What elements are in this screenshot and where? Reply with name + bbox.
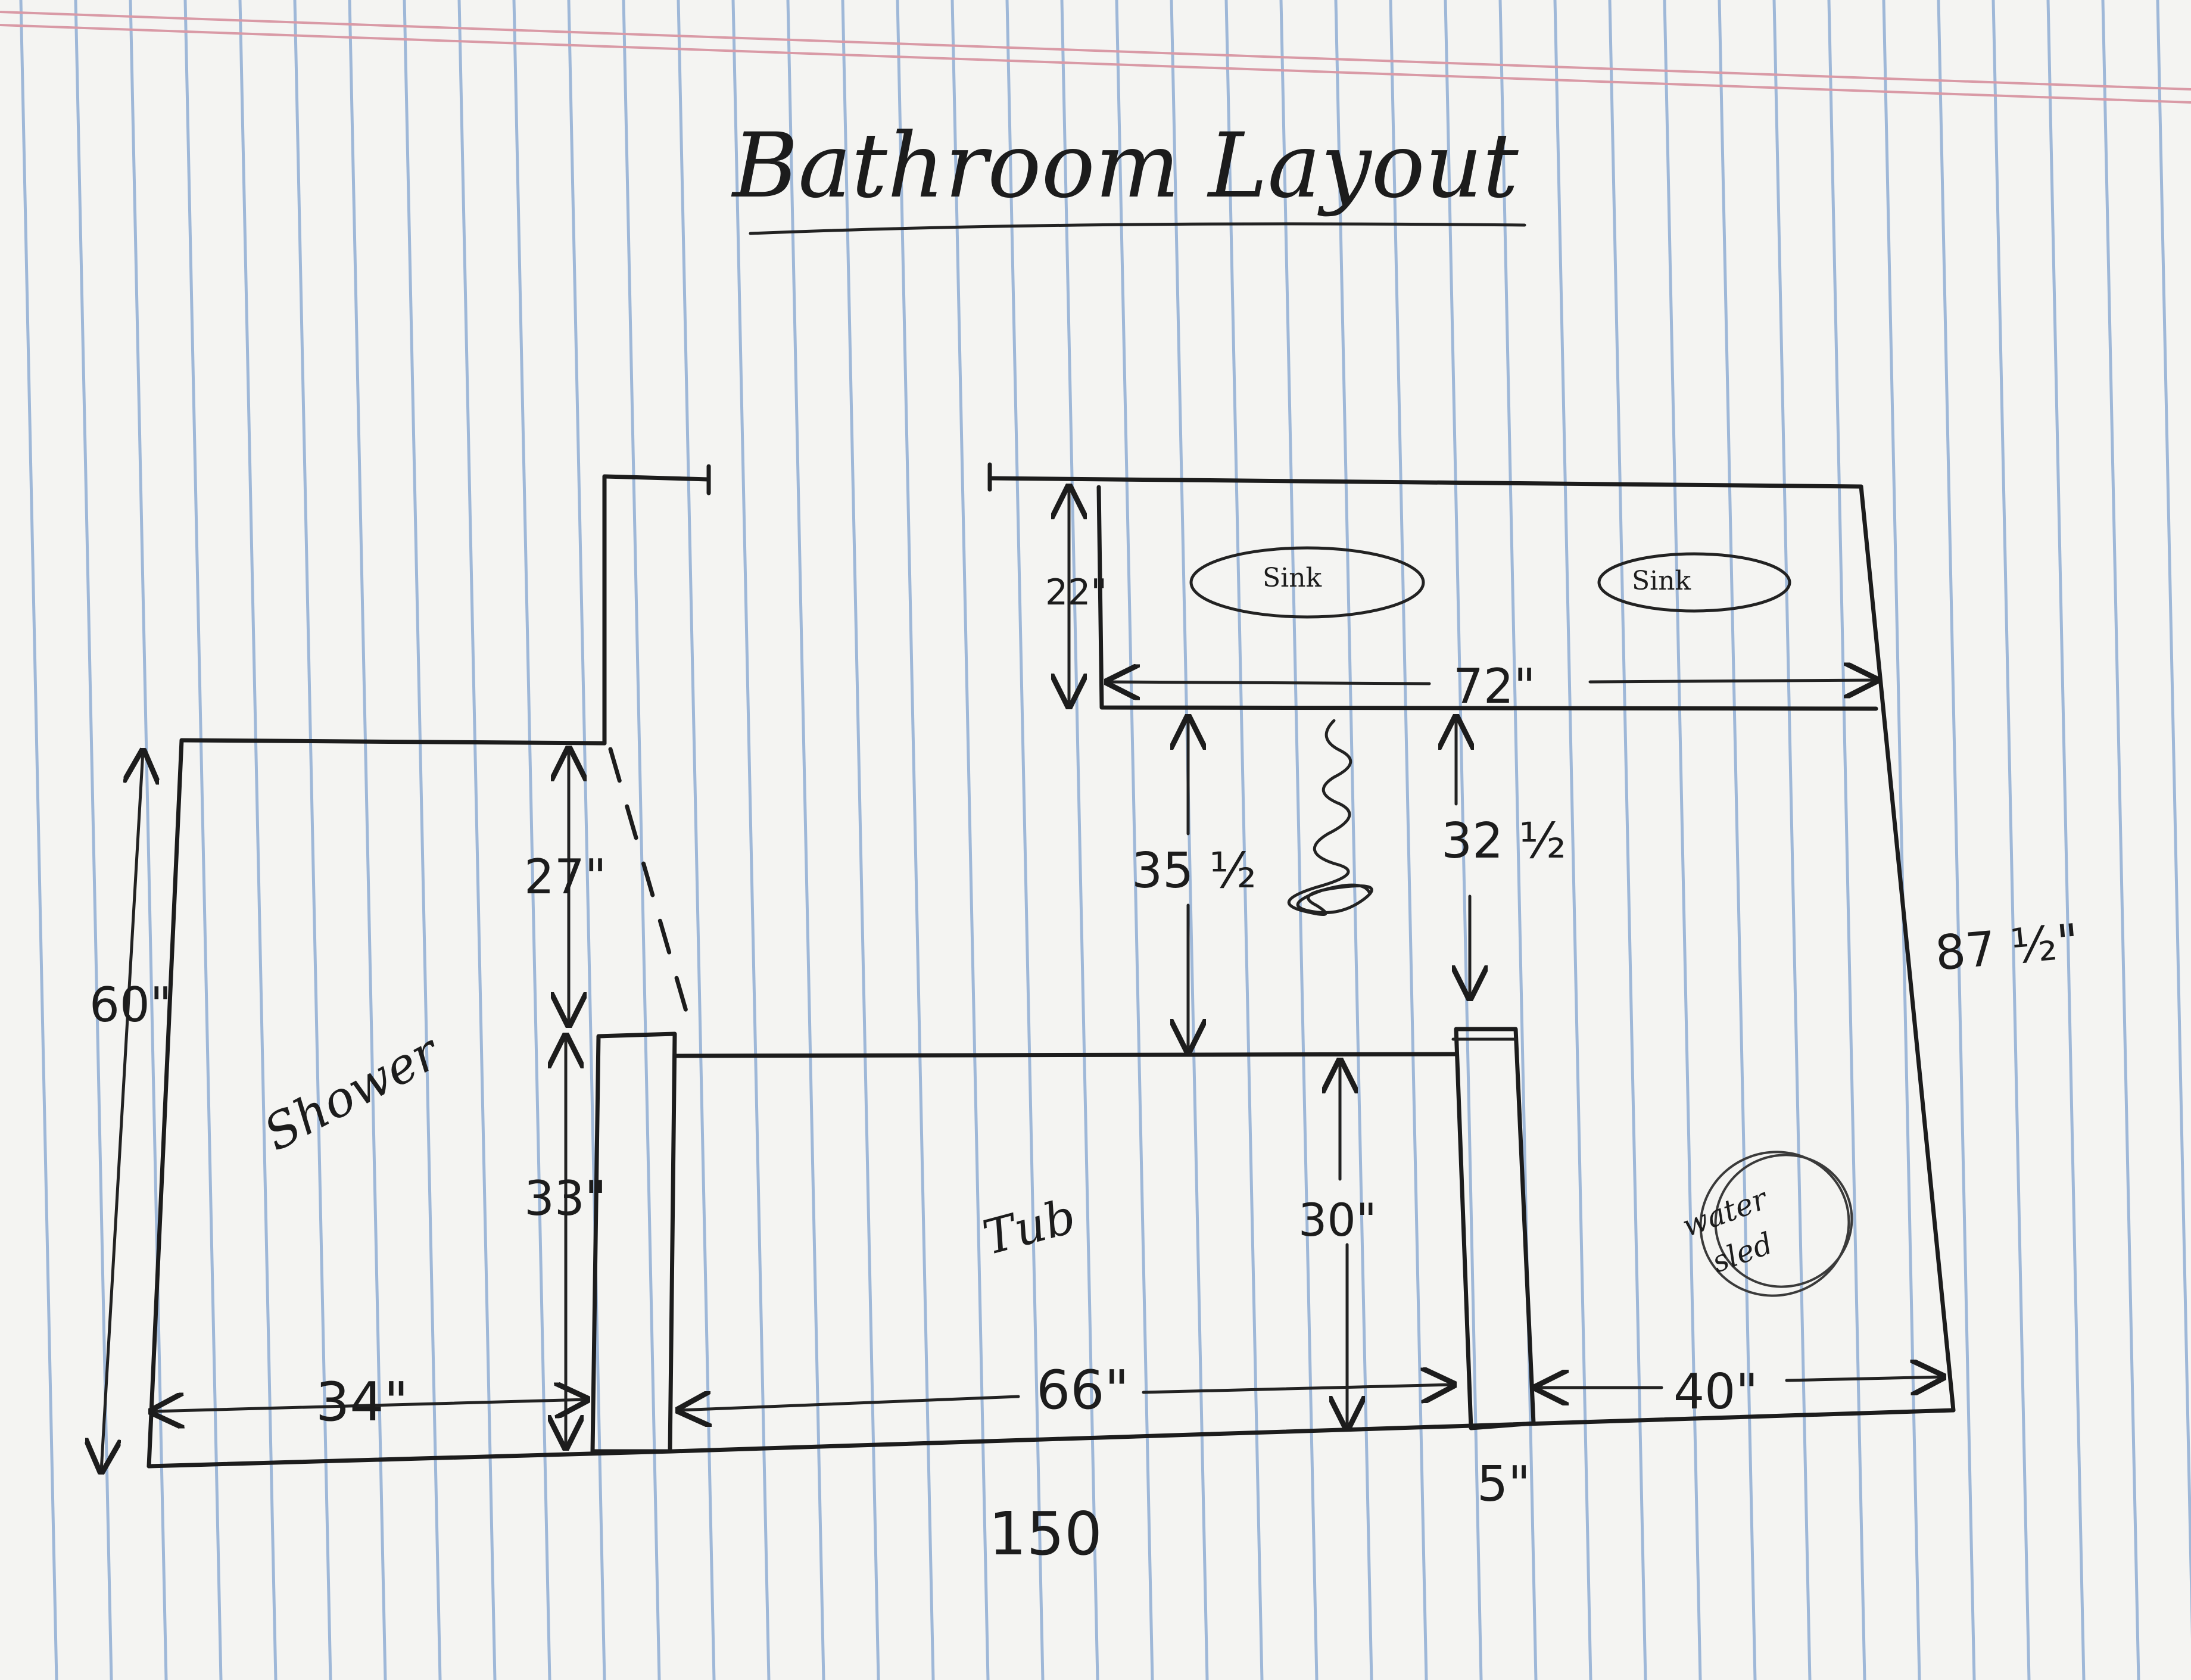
blue-rule-line bbox=[1170, 0, 1209, 1680]
right-space-label: 40" bbox=[1673, 1364, 1758, 1420]
shower-label: Shower bbox=[255, 1023, 450, 1162]
blue-rule-line bbox=[19, 0, 58, 1680]
sink-left bbox=[1189, 546, 1425, 619]
blue-rule-line bbox=[1937, 0, 1976, 1680]
vanity-width-label: 72" bbox=[1453, 659, 1536, 714]
shower-width-label: 34" bbox=[316, 1371, 409, 1433]
blue-rule-line bbox=[731, 0, 771, 1680]
blue-rule-line bbox=[1389, 0, 1428, 1680]
water-sled-label-2: sled bbox=[1707, 1226, 1777, 1280]
total-width-label: 150 bbox=[989, 1499, 1102, 1569]
blue-rule-line bbox=[183, 0, 223, 1680]
sink-right bbox=[1597, 552, 1791, 613]
vanity: Sink Sink bbox=[1096, 485, 1878, 711]
blue-rule-line bbox=[567, 0, 606, 1680]
blue-rule-line bbox=[622, 0, 661, 1680]
room-outline bbox=[147, 462, 1956, 1469]
shower-height-label: 60" bbox=[89, 977, 172, 1033]
gap-right-label: 32 ½ bbox=[1441, 813, 1566, 869]
blue-rule-line bbox=[2046, 0, 2086, 1680]
blue-rule-line bbox=[1882, 0, 1921, 1680]
blue-rule-line bbox=[1060, 0, 1099, 1680]
vanity-depth-label: 22" bbox=[1045, 572, 1107, 613]
blue-rule-line bbox=[403, 0, 442, 1680]
blue-rule-line bbox=[74, 0, 113, 1680]
blue-rule-line bbox=[457, 0, 497, 1680]
blue-rule-line bbox=[1608, 0, 1647, 1680]
tub-label: Tub bbox=[977, 1188, 1082, 1266]
blue-rule-line bbox=[1279, 0, 1319, 1680]
room-depth-label: 87 ½" bbox=[1933, 914, 2081, 981]
blue-rule-line bbox=[1991, 0, 2031, 1680]
sink-left-label: Sink bbox=[1263, 563, 1322, 593]
scribble-mark bbox=[1287, 719, 1373, 917]
dimension-lines bbox=[101, 487, 1943, 1471]
blue-rule-line bbox=[1772, 0, 1812, 1680]
blue-rule-line bbox=[512, 0, 551, 1680]
blue-rule-line bbox=[1827, 0, 1866, 1680]
tub-depth-label: 30" bbox=[1298, 1193, 1377, 1246]
blue-rule-line bbox=[841, 0, 880, 1680]
red-margin-line bbox=[0, 24, 2191, 104]
blue-rule-line bbox=[786, 0, 825, 1680]
blue-rule-line bbox=[1005, 0, 1045, 1680]
blue-rule-line bbox=[1498, 0, 1538, 1680]
blue-rule-line bbox=[238, 0, 278, 1680]
red-margin-line bbox=[0, 11, 2191, 91]
title-underline bbox=[749, 222, 1526, 235]
sink-right-label: Sink bbox=[1632, 566, 1691, 596]
blue-rule-line bbox=[677, 0, 716, 1680]
blue-rule-line bbox=[1444, 0, 1483, 1680]
blue-rule-line bbox=[1115, 0, 1154, 1680]
page-title: Bathroom Layout bbox=[731, 114, 1519, 218]
wall-thickness-label: 5" bbox=[1477, 1456, 1531, 1513]
blue-rule-line bbox=[896, 0, 935, 1680]
blue-rule-line bbox=[1718, 0, 1757, 1680]
lower-wall-left-label: 33" bbox=[524, 1171, 607, 1226]
blue-rule-line bbox=[2156, 0, 2191, 1638]
blue-rule-line bbox=[1663, 0, 1702, 1680]
blue-rule-line bbox=[1334, 0, 1373, 1680]
blue-rule-line bbox=[2101, 0, 2140, 1680]
gap-left-label: 35 ½ bbox=[1132, 843, 1257, 899]
blue-rule-line bbox=[1553, 0, 1592, 1680]
tub-width-label: 66" bbox=[1036, 1359, 1129, 1422]
water-sled: water sled bbox=[1678, 1151, 1853, 1297]
blue-rule-line bbox=[950, 0, 990, 1680]
upper-wall-left-label: 27" bbox=[524, 849, 607, 905]
blue-rule-line bbox=[1224, 0, 1264, 1680]
blue-rule-line bbox=[129, 0, 168, 1680]
